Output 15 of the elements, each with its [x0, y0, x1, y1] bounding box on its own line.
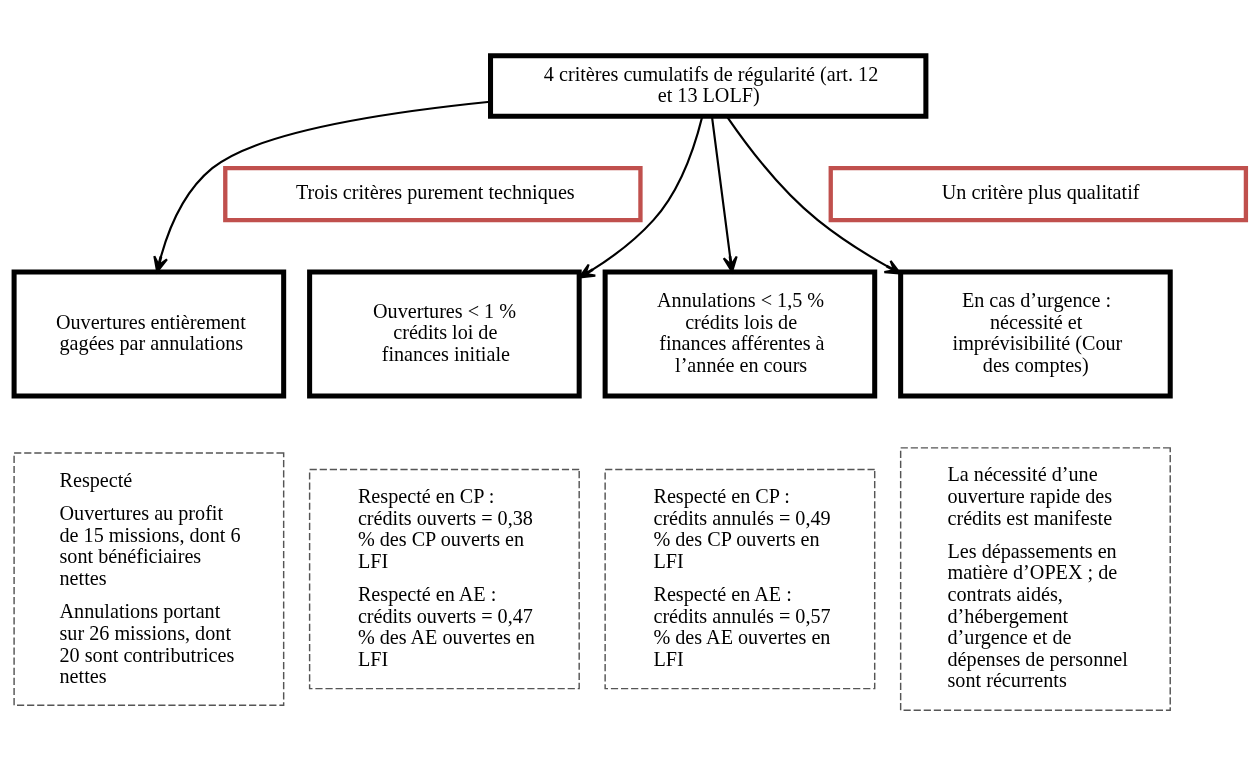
arrow — [153, 100, 491, 273]
node-box: 4 critères cumulatifs de régularité (art. 12 et 13 LOLF) — [488, 53, 929, 119]
arrow — [726, 116, 902, 275]
node-box: La nécessité d’une ouverture rapide des crédits est manifeste Les dépassements en matière d’OPEX ; de contrats aidés, d’hébergement d’urgence et de dépenses de personnel sont récurrents — [899, 447, 1171, 711]
node-box: Ouvertures < 1 % crédits loi de finances initiale — [307, 269, 582, 399]
node-box: Ouvertures entièrement gagées par annulations — [11, 269, 287, 399]
node-box: Annulations < 1,5 % crédits lois de finances afférentes à l’année en cours — [602, 269, 878, 399]
node-box: Un critère plus qualitatif — [828, 166, 1249, 223]
arrow — [578, 116, 704, 279]
node-box: Respecté en CP : crédits ouverts = 0,38 % des CP ouverts en LFI Respecté en AE : crédits ouverts = 0,47 % des AE ouvertes en LFI — [308, 468, 580, 690]
arrow — [710, 116, 738, 273]
node-box: Respecté Ouvertures au profit de 15 missions, dont 6 sont bénéficiaires nettes Annulations portant sur 26 missions, dont 20 sont contributrices nettes — [13, 452, 285, 706]
node-box: Respecté en CP : crédits annulés = 0,49 % des CP ouverts en LFI Respecté en AE : crédits annulés = 0,57 % des AE ouvertes en LFI — [604, 468, 876, 690]
node-box: En cas d’urgence : nécessité et imprévisibilité (Cour des comptes) — [898, 269, 1173, 399]
node-box: Trois critères purement techniques — [223, 166, 643, 223]
